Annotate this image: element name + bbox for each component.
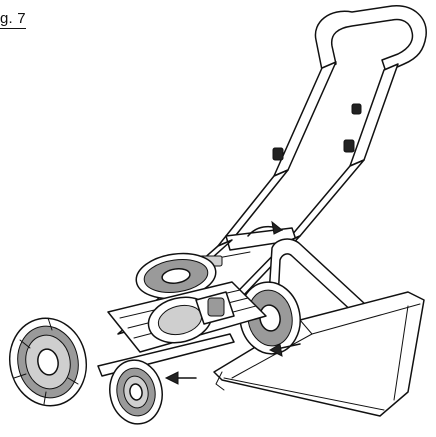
- rear-left-wheel: [135, 252, 217, 300]
- knob-icon: [272, 147, 284, 161]
- straight-arrow-icon: [268, 343, 301, 357]
- straight-arrow-icon: [164, 371, 197, 385]
- front-wheel-large: [8, 317, 88, 407]
- curved-arrow-icon: [247, 220, 283, 237]
- figure-label: g. 7: [0, 10, 26, 29]
- knob-icon: [343, 139, 355, 153]
- front-wheel-small: [109, 359, 163, 425]
- knob-icon: [351, 103, 362, 115]
- grass-catcher: [213, 238, 425, 417]
- rear-wheel: [239, 281, 301, 355]
